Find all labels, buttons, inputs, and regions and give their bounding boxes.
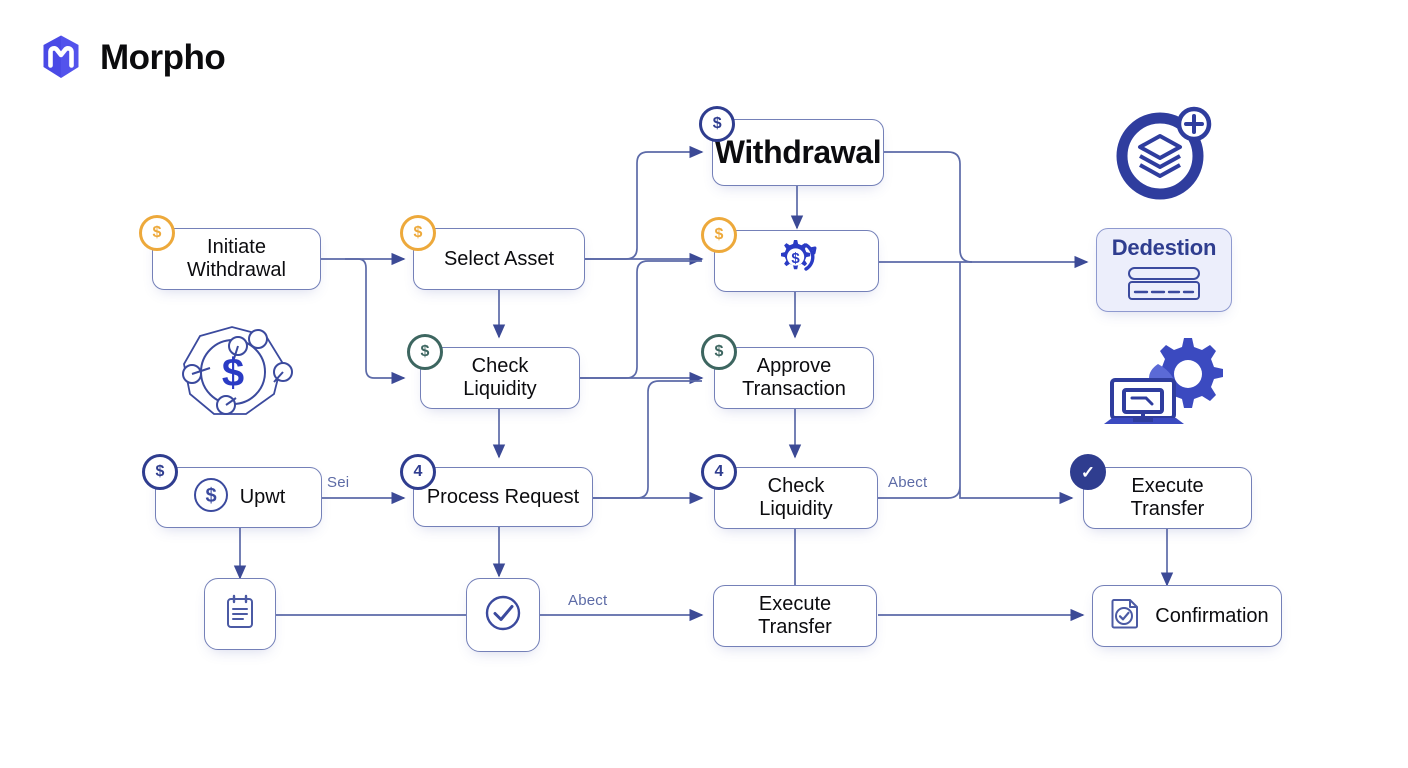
node-label: Check Liquidity	[759, 475, 833, 520]
node-gear-dollar[interactable]: $ $	[701, 217, 879, 292]
badge-dollar-icon: $	[699, 106, 735, 142]
brand-name: Morpho	[100, 37, 226, 77]
node-label: Execute Transfer	[1130, 475, 1205, 520]
badge-dollar-icon: $	[142, 454, 178, 490]
badge-dollar-icon: $	[407, 334, 443, 370]
node-confirmation[interactable]: Confirmation	[1092, 585, 1282, 647]
node-label: Confirmation	[1155, 604, 1269, 627]
node-execute-transfer-right[interactable]: ✓ Execute Transfer	[1070, 454, 1252, 529]
node-withdrawal[interactable]: $ Withdrawal	[699, 106, 884, 186]
dedestion-card[interactable]: Dedestion	[1096, 228, 1232, 312]
dollar-network-icon: $	[170, 322, 302, 437]
badge-check-icon: ✓	[1070, 454, 1106, 490]
svg-text:$: $	[222, 351, 244, 395]
check-circle-icon	[479, 589, 527, 642]
node-approve-transaction[interactable]: $ Approve Transaction	[701, 334, 874, 409]
node-upwt[interactable]: $ $ Upwt	[142, 454, 322, 528]
node-check-circle[interactable]	[466, 578, 540, 652]
clipboard-icon	[219, 591, 261, 638]
badge-dollar-icon: $	[701, 334, 737, 370]
monitor-gear-icon	[1100, 336, 1230, 439]
node-clipboard[interactable]	[204, 578, 276, 650]
node-label: Check Liquidity	[463, 355, 537, 400]
edge-label-abect-mid: Abect	[568, 592, 608, 609]
card-lines-icon	[1125, 266, 1203, 306]
node-check-liquidity-left[interactable]: $ Check Liquidity	[407, 334, 580, 409]
morpho-logo-icon	[38, 34, 84, 80]
node-label: Process Request	[426, 485, 580, 508]
brand-logo: Morpho	[38, 34, 226, 80]
node-initiate-withdrawal[interactable]: $ Initiate Withdrawal	[139, 215, 321, 290]
badge-step-4: 4	[400, 454, 436, 490]
dollar-circle-icon: $	[192, 476, 230, 520]
card-title: Dedestion	[1111, 234, 1217, 260]
node-label: Withdrawal	[714, 134, 882, 171]
svg-text:$: $	[205, 485, 216, 507]
node-label: Upwt	[239, 486, 286, 508]
badge-step-4: 4	[701, 454, 737, 490]
node-label: Initiate Withdrawal	[187, 236, 286, 281]
badge-dollar-icon: $	[139, 215, 175, 251]
node-check-liquidity-mid[interactable]: 4 Check Liquidity	[701, 454, 878, 529]
node-label: Approve Transaction	[742, 355, 846, 400]
badge-dollar-icon: $	[400, 215, 436, 251]
edge-label-sei: Sei	[327, 474, 350, 491]
edge-label-abect-right: Abect	[888, 474, 928, 491]
layers-plus-icon	[1116, 104, 1212, 205]
gear-dollar-icon: $	[770, 236, 824, 285]
node-label: Execute Transfer	[758, 593, 832, 638]
badge-dollar-icon: $	[701, 217, 737, 253]
node-label: Select Asset	[443, 247, 555, 270]
node-execute-transfer-bottom[interactable]: Execute Transfer	[713, 585, 877, 647]
document-check-icon	[1105, 593, 1145, 639]
node-process-request[interactable]: 4 Process Request	[400, 454, 593, 527]
svg-text:$: $	[791, 250, 800, 267]
node-select-asset[interactable]: $ Select Asset	[400, 215, 585, 290]
